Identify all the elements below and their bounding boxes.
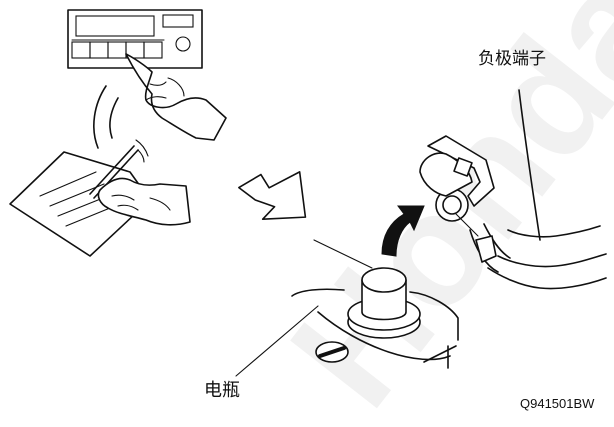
figure-code: Q941501BW <box>520 396 594 411</box>
motion-arcs <box>94 86 148 162</box>
hand-pressing-button-icon <box>126 54 226 140</box>
hollow-arrow-icon <box>235 164 312 225</box>
negative-terminal-label: 负极端子 <box>478 44 546 69</box>
battery-label: 电瓶 <box>204 376 240 402</box>
